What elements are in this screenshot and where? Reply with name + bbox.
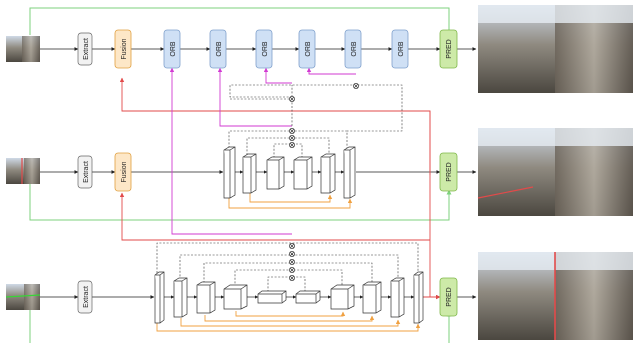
orb-box-3: ORB xyxy=(255,29,273,69)
row2-feature-blocks xyxy=(223,146,356,199)
cube-block xyxy=(293,156,313,190)
orb-box-6: ORB xyxy=(391,29,409,69)
fusion-label: Fusion xyxy=(121,38,128,59)
input-photo-row1 xyxy=(6,36,40,62)
pred-box-row1: PRED xyxy=(439,29,458,69)
cube-block xyxy=(295,290,321,304)
orb-box-4: ORB xyxy=(298,29,316,69)
cube-block xyxy=(390,277,405,318)
extract-label: Extract xyxy=(83,161,90,183)
multiply-node-row2-c xyxy=(289,142,295,148)
extract-box-row1: Extract xyxy=(77,32,93,66)
cube-block xyxy=(223,284,248,310)
fusion-box-row1: Fusion xyxy=(114,29,132,69)
input-photo-row3 xyxy=(5,284,41,310)
cube-block xyxy=(257,290,287,304)
fusion-box-row2: Fusion xyxy=(114,152,132,192)
row3-feature-blocks xyxy=(154,271,424,324)
extract-box-row2: Extract xyxy=(77,155,93,189)
multiply-node-row2-a xyxy=(289,128,295,134)
dashed-links-row2 xyxy=(228,84,403,158)
cube-block xyxy=(320,153,336,194)
multiply-node-row3-d xyxy=(289,267,295,273)
cube-block xyxy=(154,271,165,324)
multiply-node-top-a xyxy=(289,96,295,102)
red-feedback-lines xyxy=(119,77,441,300)
orb-box-1: ORB xyxy=(163,29,181,69)
multiply-node-row3-b xyxy=(289,251,295,257)
orb-box-5: ORB xyxy=(344,29,362,69)
cube-block xyxy=(413,271,424,324)
orb-label: ORB xyxy=(170,41,177,57)
pred-label: PRED xyxy=(446,162,453,181)
multiply-node-row3-e xyxy=(289,275,295,281)
pred-box-row3: PRED xyxy=(439,277,458,317)
cube-block xyxy=(343,146,356,199)
fusion-label: Fusion xyxy=(121,161,128,182)
green-feedback-lines xyxy=(29,7,452,343)
orb-box-2: ORB xyxy=(209,29,227,69)
output-photo-row3 xyxy=(478,252,633,340)
output-photo-row1 xyxy=(478,5,633,93)
dashed-links-row3 xyxy=(156,242,419,292)
magenta-feature-lines xyxy=(169,67,356,235)
pred-box-row2: PRED xyxy=(439,152,458,192)
cube-block xyxy=(173,277,188,318)
cube-block xyxy=(330,284,355,310)
input-photo-row2 xyxy=(6,158,40,184)
pred-label: PRED xyxy=(446,39,453,58)
cube-block xyxy=(362,281,382,314)
cube-block xyxy=(223,146,236,199)
extract-label: Extract xyxy=(83,38,90,60)
orb-label: ORB xyxy=(398,41,405,57)
orb-label: ORB xyxy=(351,41,358,57)
pred-label: PRED xyxy=(446,287,453,306)
orb-label: ORB xyxy=(305,41,312,57)
cube-block xyxy=(242,153,257,194)
orb-label: ORB xyxy=(262,41,269,57)
multiply-node-row3-c xyxy=(289,259,295,265)
main-flow-arrows xyxy=(40,47,477,299)
multiply-node-top-b xyxy=(353,83,359,89)
multiply-node-row2-b xyxy=(289,135,295,141)
cube-block xyxy=(196,281,216,314)
multiply-node-row3-a xyxy=(289,243,295,249)
extract-box-row3: Extract xyxy=(77,280,93,314)
orange-skip-lines xyxy=(156,193,421,332)
multiply-nodes xyxy=(289,83,359,281)
orb-label: ORB xyxy=(216,41,223,57)
output-photo-row2 xyxy=(477,128,633,216)
cube-block xyxy=(266,156,285,190)
extract-label: Extract xyxy=(83,286,90,308)
